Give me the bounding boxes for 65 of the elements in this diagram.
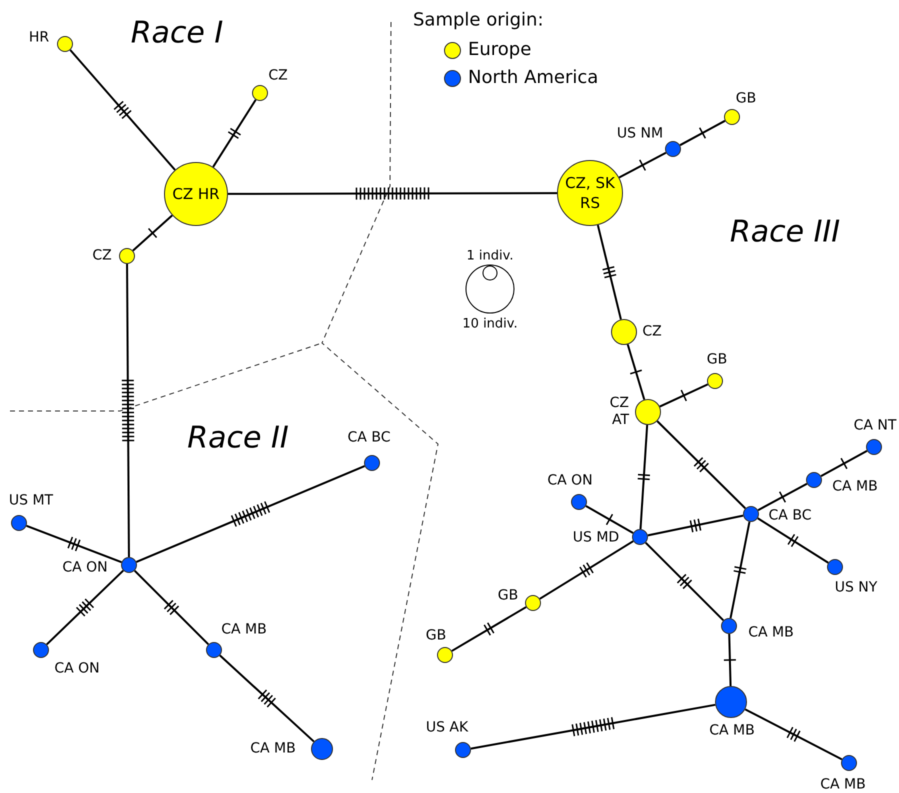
network-link (134, 570, 210, 646)
node-label: CZ, SK RS (564, 173, 616, 213)
haplotype-label: GB (736, 90, 756, 108)
network-link (451, 606, 527, 652)
haplotype-label: US AK (426, 720, 468, 736)
haplotype-label: CZ (92, 248, 112, 264)
network-link (539, 540, 634, 600)
network-link (758, 482, 808, 512)
network-link (70, 49, 176, 171)
network-link (618, 152, 666, 178)
haplotype-label: HR (28, 30, 50, 46)
haplotype-label: GB (498, 588, 518, 604)
legend-label: Europe (468, 39, 532, 61)
network-link (728, 634, 732, 686)
network-link (744, 708, 842, 760)
haplotype-label: CA BC (768, 508, 812, 524)
network-link (26, 524, 122, 564)
haplotype-label: CA MB (221, 622, 267, 638)
network-link (585, 505, 634, 534)
haplotype-label: GB (706, 352, 728, 368)
legend-label: North America (468, 67, 598, 89)
scale-label: 1 indiv. (466, 247, 514, 266)
haplotype-label: US NY (834, 580, 878, 596)
haplotype-label: CZ AT (608, 395, 629, 429)
haplotype-label: CA NT (854, 418, 896, 434)
haplotype-label: CA BC (348, 430, 390, 446)
network-link (626, 344, 646, 400)
network-link (648, 514, 744, 536)
haplotype-label: US MT (8, 492, 54, 510)
haplotype-label: US NM (616, 126, 664, 142)
network-link (656, 420, 746, 510)
network-link (470, 704, 716, 750)
haplotype-label: CA MB (820, 776, 866, 793)
network-link (680, 120, 726, 146)
network-link (820, 450, 868, 478)
race-title: Race I (130, 14, 224, 52)
legend-title: Sample origin: (413, 8, 544, 32)
network-link (212, 99, 257, 168)
network-link (46, 570, 124, 646)
haplotype-label: CA MB (250, 740, 296, 758)
network-link (126, 264, 130, 557)
network-link (596, 224, 622, 320)
network-link (644, 542, 724, 622)
network-link (136, 465, 366, 563)
haplotype-label: US MD (572, 530, 620, 546)
node-label: CZ HR (171, 184, 221, 204)
haplotype-label: CA ON (62, 560, 108, 576)
haplotype-label: CA ON (54, 660, 100, 678)
haplotype-label: CA ON (547, 472, 593, 490)
network-link (219, 654, 315, 742)
network-link (640, 424, 648, 530)
race-title: Race II (187, 420, 289, 458)
network-link (730, 522, 750, 618)
network-link (659, 383, 708, 408)
network-link (757, 517, 829, 564)
haplotype-label: CA MB (832, 478, 878, 496)
network-link (228, 192, 557, 195)
race-title: Race III (730, 214, 840, 252)
haplotype-label: CZ (268, 68, 288, 84)
scale-label: 10 indiv. (462, 315, 518, 334)
haplotype-label: CZ (642, 324, 662, 340)
network-link (132, 214, 173, 252)
haplotype-label: CA MB (748, 624, 794, 642)
haplotype-label: GB (426, 628, 446, 644)
haplotype-label: CA MB (709, 722, 755, 740)
